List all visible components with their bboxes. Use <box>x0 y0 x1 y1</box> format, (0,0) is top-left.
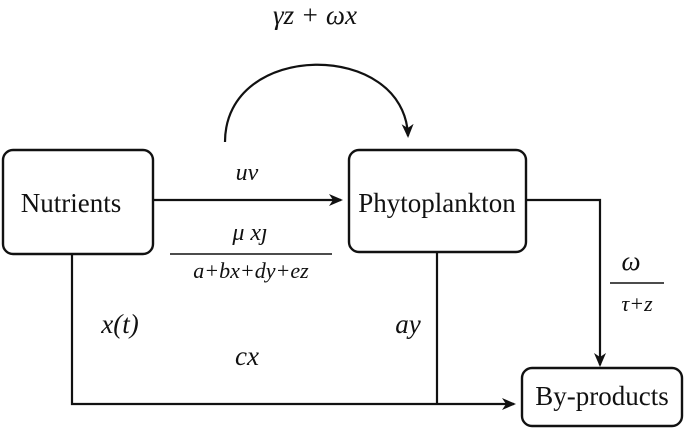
decay-numerator: ω <box>621 246 640 276</box>
uptake-top-label: uv <box>236 160 259 186</box>
decay-denominator: τ+z <box>621 291 653 316</box>
uptake-fraction: μ xȷ a+bx+dy+ez <box>170 220 332 283</box>
recycling-rate-label: γz + ωx <box>273 0 357 30</box>
nutrient-to-byproducts-arrow <box>70 254 516 410</box>
nutrient-loss-label: x(t) <box>100 309 138 339</box>
phyto-loss-label: ay <box>395 309 421 339</box>
phyto-to-byproducts-arrow <box>526 198 606 367</box>
recycling-arc <box>223 63 414 143</box>
nutrients-label: Nutrients <box>21 188 122 218</box>
byproducts-node: By-products <box>520 366 684 428</box>
nutrients-node: Nutrients <box>1 148 155 256</box>
uptake-denominator: a+bx+dy+ez <box>193 258 309 283</box>
phytoplankton-label: Phytoplankton <box>358 188 516 218</box>
byproducts-label: By-products <box>535 381 668 411</box>
uptake-numerator: μ xȷ <box>231 220 267 246</box>
decay-fraction: ω τ+z <box>610 246 664 316</box>
phytoplankton-node: Phytoplankton <box>347 148 528 254</box>
nutrient-to-byproducts-label: cx <box>235 341 259 371</box>
